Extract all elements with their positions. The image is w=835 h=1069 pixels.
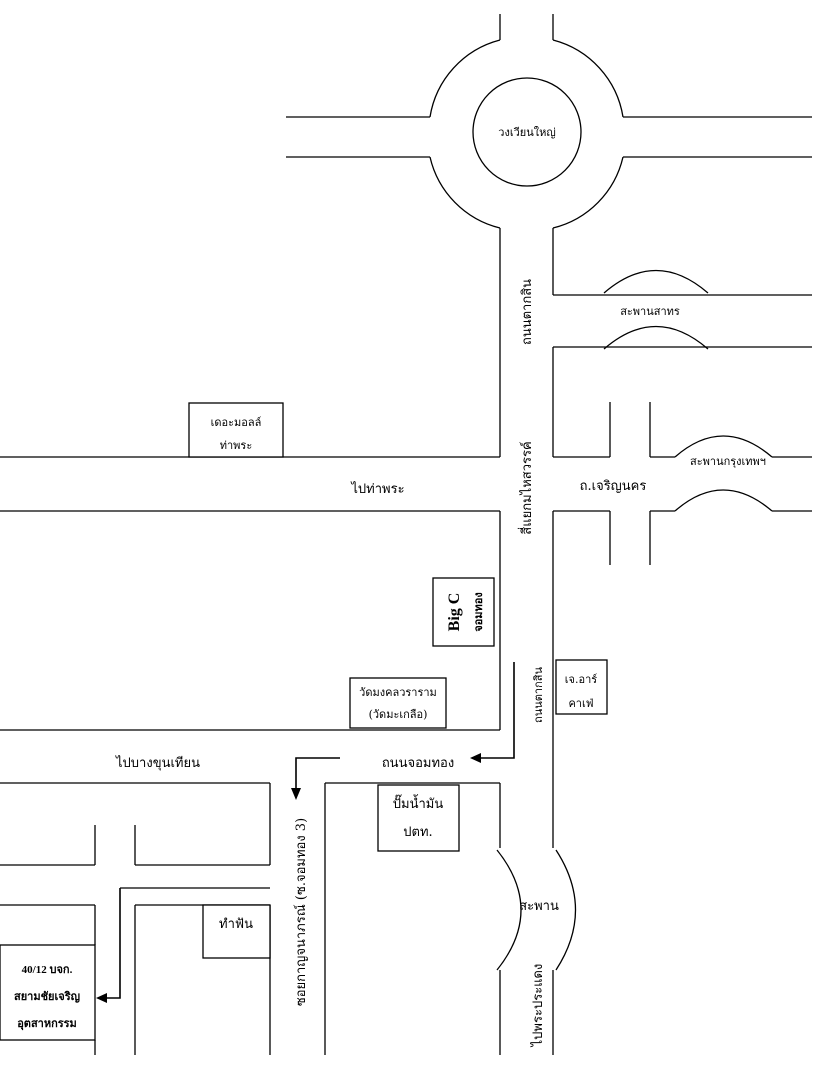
dental-label: ทำฟัน — [219, 917, 253, 932]
ptt-label-2: ปตท. — [403, 825, 432, 840]
roundabout-roads — [286, 14, 812, 229]
krungthep-bridge-label: สะพานกรุงเทพฯ — [690, 455, 766, 468]
arrow-to-soi — [295, 757, 340, 790]
charoen-nakhon-label: ถ.เจริญนคร — [580, 479, 647, 494]
ptt-label-1: ปั๊มน้ำมัน — [393, 794, 444, 812]
krungthep-bridge-arc — [674, 435, 773, 458]
to-phra-pradaeng-label: ไปพระประแดง — [530, 964, 546, 1048]
jr-cafe-box — [555, 659, 608, 715]
roundabout-outer-arc — [429, 39, 501, 118]
jr-cafe-label-1: เจ.อาร์ — [565, 673, 597, 686]
arrow-to-company — [104, 888, 121, 999]
tha-phra-road — [0, 402, 812, 565]
the-mall-label-2: ท่าพระ — [220, 439, 253, 452]
arrow-to-chom-thong — [478, 662, 515, 759]
taksin-south-label: ถนนตากสิน — [532, 667, 545, 723]
the-mall-label-1: เดอะมอลล์ — [211, 416, 262, 429]
direction-arrows — [96, 662, 515, 1003]
small-bridge — [496, 849, 577, 971]
company-label-1: 40/12 บจก. — [22, 964, 73, 976]
roundabout-inner-circle — [472, 77, 582, 187]
taksin-north-label: ถนนตากสิน — [520, 279, 535, 345]
arrowhead-down — [291, 788, 301, 800]
sathorn-bridge-label: สะพานสาทร — [620, 305, 680, 318]
to-tha-phra-label: ไปท่าพระ — [350, 481, 404, 497]
company-box — [0, 944, 96, 1041]
chom-thong-road — [0, 729, 500, 866]
big-c-sublabel: จอมทอง — [473, 592, 485, 632]
to-bang-khun-thian-label: ไปบางขุนเทียน — [115, 755, 200, 771]
wat-box — [349, 677, 447, 729]
taksin-road — [499, 228, 554, 1055]
company-label-3: อุตสาหกรรม — [17, 1018, 77, 1031]
jr-cafe-label-2: คาเฟ่ — [568, 697, 593, 710]
small-bridge-label: สะพาน — [519, 899, 559, 914]
arrowhead-left-company — [96, 993, 107, 1003]
soi-road — [0, 783, 326, 1055]
intersection-label: สี่แยกมไหสวรรค์ — [518, 441, 535, 534]
chom-thong-road-label: ถนนจอมทอง — [382, 756, 454, 771]
soi-label: ซอยกาญจนาภรณ์ (ซ.จอมทอง 3) — [293, 818, 309, 1006]
dental-box — [202, 904, 271, 959]
roundabout-label: วงเวียนใหญ่ — [498, 126, 555, 139]
ptt-box — [377, 784, 460, 852]
company-label-2: สยามชัยเจริญ — [14, 990, 80, 1003]
wat-label-2: (วัดมะเกลือ) — [369, 708, 428, 721]
arrowhead-left — [470, 753, 481, 763]
sathorn-bridge-road — [553, 269, 812, 350]
big-c-label: Big C — [446, 593, 463, 632]
the-mall-box — [188, 402, 284, 458]
wat-label-1: วัดมงคลวราราม — [359, 686, 437, 699]
big-c-box — [432, 577, 495, 647]
